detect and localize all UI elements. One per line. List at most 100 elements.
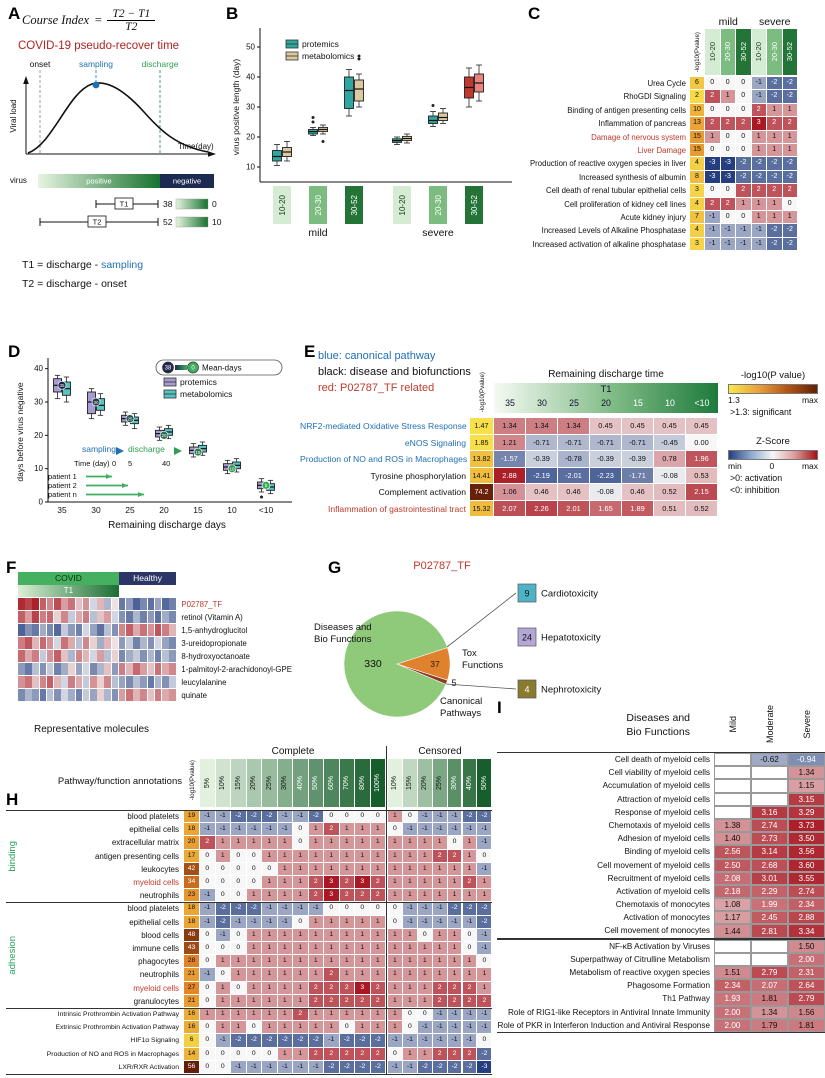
z-score-cell [714,805,751,819]
z-score-cell: 1 [736,197,751,210]
z-score-cell: 0 [736,130,751,143]
heatmap-cell [111,611,119,624]
z-score-cell: 2 [339,1047,354,1060]
column-header: 10-20 [751,29,766,75]
z-score-cell: 1 [417,889,432,902]
z-score-cell: 0 [402,810,417,823]
z-score-cell: -2 [767,237,782,251]
z-score-cell: -2 [782,170,797,184]
z-score-cell: 2.81 [751,924,788,938]
z-score-cell: 2.73 [751,832,788,846]
z-score-cell: -2 [293,1034,308,1047]
row-label: epithelial cells [129,825,179,835]
svg-label: discharge [142,59,179,69]
censored-column-header: 25% [432,759,447,807]
svg-label: 40 [162,459,170,468]
z-score-cell: 1 [370,836,385,849]
z-score-cell: 1 [462,955,477,968]
z-score-cell: 1 [370,823,385,836]
z-score-cell: 0 [339,810,354,823]
z-score-cell: 1 [324,928,339,941]
column-header-mild-text: Mild [727,715,738,733]
x-category-cell-text: 10-20 [397,194,407,216]
z-score-cell: 0 [447,836,462,849]
outlier-dot [321,140,325,143]
heatmap-cell [46,650,54,663]
z-score-cell: 2.18 [714,884,751,899]
z-score-cell: 1 [293,862,308,875]
z-score-cell: -0.08 [654,467,685,483]
z-score-cell: 1 [200,1008,215,1021]
group-label-mild: mild [718,16,738,28]
heatmap-cell [46,676,54,689]
z-score-cell: 0 [293,836,308,849]
svg-shape [162,361,174,374]
z-score-cell: 1.34 [494,418,525,434]
heatmap-cell [46,637,54,650]
z-score-cell: 1 [402,862,417,875]
negative-bar [160,174,214,188]
z-score-cell: 0 [736,211,751,224]
z-score-cell: 3.01 [751,871,788,885]
heatmap-cell [39,689,47,702]
z-score-cell: 3.60 [788,858,825,872]
z-score-cell: 1 [402,889,417,902]
positive-bar [38,174,160,188]
z-score-cell: -1 [705,211,720,224]
z-score-cell: 1 [402,981,417,994]
heatmap-cell [68,624,75,637]
row-label: Role of RIG1-like Receptors in Antiviral… [507,1007,710,1017]
svg-label: 38 [163,199,173,209]
row-label: Binding of antigen presenting cells [567,105,686,115]
heatmap-cell [111,650,119,663]
heatmap-cell [111,689,119,702]
z-score-cell: 2.07 [494,500,525,516]
row-label: Response of myeloid cells [614,807,710,817]
heatmap-cell [68,637,75,650]
p-value-cell: 18 [184,915,199,928]
complete-column-header: 10% [215,759,230,807]
z-score-cell: 0 [339,1021,354,1034]
complete-column-header-text: 20% [250,775,258,790]
z-score-cell: 0 [215,968,230,981]
row-label: Activation of myeloid cells [616,886,710,896]
z-score-cell: 1 [262,981,277,994]
z-score-cell [714,753,751,767]
z-score-cell: 1 [388,876,402,889]
z-score-cell: 1 [308,849,323,862]
z-score-cell: 1 [388,862,402,875]
heatmap-cell [82,650,90,663]
z-score-cell: -1 [751,77,766,90]
z-score-cell: 1 [388,836,402,849]
complete-column-header: 5% [200,759,215,807]
z-score-cell: 1 [388,1008,402,1021]
z-score-cell: 0 [246,1047,261,1060]
z-score-cell: -2 [231,902,246,915]
row-label: 8-hydroxyoctanoate [181,652,250,661]
heatmap-cell [39,598,47,611]
z-score-cell: 2 [462,1047,477,1060]
z-score-cell: 1 [262,1021,277,1034]
z-score-cell: -2 [324,1060,339,1073]
z-score-cell: 1 [324,1021,339,1034]
heatmap-cell [111,676,119,689]
heatmap-cell [68,598,75,611]
censored-column-header: 40% [462,759,477,807]
zscore-legend-title: Z-Score [756,436,790,447]
complete-column-header-text: 50% [312,775,320,790]
z-score-cell: -2 [370,1034,385,1047]
z-score-cell: -2 [432,1060,447,1073]
z-score-cell: 0 [720,184,735,197]
z-score-cell: 1 [751,211,766,224]
heatmap-cell [118,689,126,702]
z-score-cell: -1 [417,823,432,836]
p-value-cell: 1.47 [470,418,493,434]
heatmap-cell [82,663,90,676]
z-score-cell: 0 [200,862,215,875]
svg-label: sampling [82,444,116,454]
heatmap-cell [147,624,155,637]
t1-label: T1 [600,384,612,395]
censored-column-header: 15% [402,759,417,807]
z-score-cell: -2 [417,1060,432,1073]
